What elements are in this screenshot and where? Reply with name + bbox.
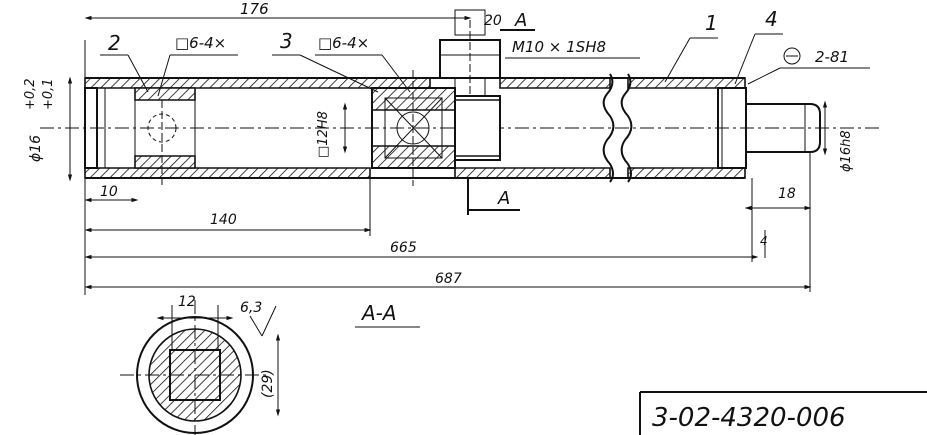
dim-6-3: 6,3 [240,300,262,316]
dim-140: 140 [210,212,237,228]
tol-bore12h8: □12H8 [316,111,331,158]
callout-part-4: 4 [765,7,778,31]
callout-square-2: □6-4× [318,34,369,52]
tol-diameter16: ϕ16 [28,135,44,162]
callout-thread: M10 × 1SH8 [512,38,606,56]
tol-lower: +0,1 [41,78,56,110]
callout-part-3: 3 [280,29,293,53]
dim-10: 10 [100,184,118,200]
callout-square-1: □6-4× [175,34,226,52]
dim-176: 176 [240,0,269,18]
section-view-a-a: A-A 12 6,3 (29) [120,294,420,435]
callout-part-1: 1 [705,11,718,35]
title-block: 3-02-4320-006 [639,391,927,435]
dim-12: 12 [178,294,196,310]
dimensions: 176 20 A 10 140 665 687 18 4 ϕ16 +0,2 +0… [23,0,854,295]
section-mark-a-top: A [514,10,527,31]
tol-upper: +0,2 [23,78,38,110]
tol-shaft16h8-label: ϕ16h8 [839,130,854,172]
weld-symbol-icon [783,47,801,65]
document-number: 3-02-4320-006 [652,403,846,433]
dim-20: 20 [484,13,502,29]
dim-687: 687 [435,271,462,287]
callout-weld: 2-81 [815,48,849,66]
dim-18: 18 [778,186,796,202]
dim-29: (29) [260,369,276,398]
section-mark-a-bottom: A [497,188,510,209]
main-tube-section [40,20,880,186]
dim-665: 665 [390,240,417,256]
callouts: 2 □6-4× 3 □6-4× M10 × 1SH8 1 4 2-81 [100,7,870,215]
section-title-a-a: A-A [360,301,397,325]
dim-4: 4 [760,234,768,248]
callout-part-2: 2 [108,31,121,55]
